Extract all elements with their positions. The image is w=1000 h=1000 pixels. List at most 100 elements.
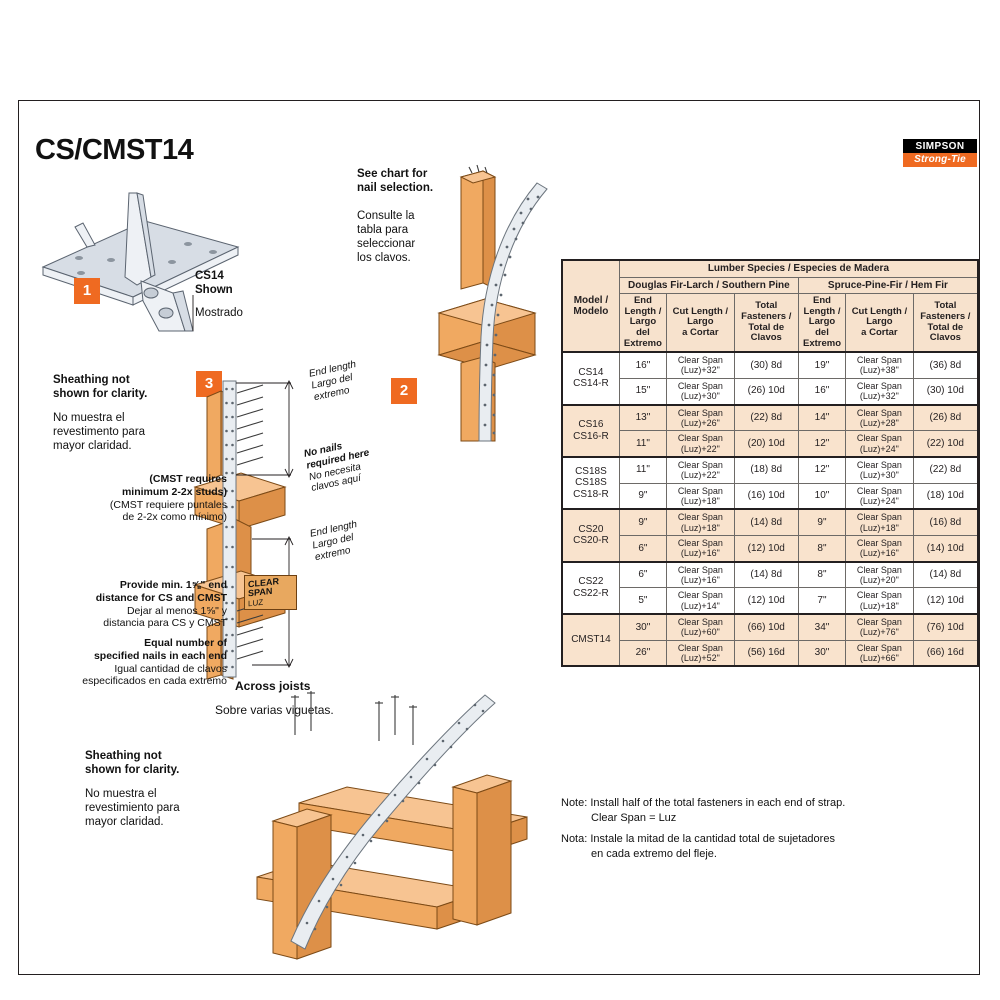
note-es-line2: en cada extremo del fleje. — [591, 847, 717, 860]
cell-cut-length-b: Clear Span(Luz)+16" — [845, 534, 914, 563]
hdr-el-b5: Extremo — [802, 337, 841, 349]
cell-cut-length-b: Clear Span(Luz)+32" — [845, 377, 914, 406]
cell-fasteners-b: (18) 10d — [912, 482, 979, 510]
fig3-sheathing-es-3: mayor claridad. — [53, 440, 132, 453]
header-cut-length-b: Cut Length / Largo a Cortar — [845, 293, 914, 353]
cut-length-l1: Clear Span — [856, 407, 902, 418]
cell-fasteners-b: (66) 16d — [912, 639, 979, 667]
cut-length-l2: (Luz)+60" — [680, 627, 720, 638]
post-beam-strap-drawing — [437, 164, 548, 442]
model-name: CS18S — [575, 477, 607, 489]
hdr-cl-b2: Largo — [866, 316, 893, 328]
page-title: CS/CMST14 — [35, 134, 194, 166]
fig4-sheathing-es-2: revestimiento para — [85, 802, 180, 815]
hdr-el-b4: del — [815, 326, 829, 338]
cut-length-l1: Clear Span — [856, 642, 902, 653]
cell-cut-length-a: Clear Span(Luz)+26" — [666, 403, 735, 432]
cut-length-l2: (Luz)+20" — [859, 574, 899, 585]
table-head: Model / Modelo Lumber Species / Especies… — [561, 259, 979, 353]
hdr-el-a5: Extremo — [623, 337, 662, 349]
cell-end-length-b: 8" — [797, 560, 847, 589]
cell-end-length-b: 10" — [797, 482, 847, 510]
cell-cut-length-a: Clear Span(Luz)+52" — [666, 639, 735, 667]
cell-end-length-b: 16" — [797, 377, 847, 406]
cut-length-l2: (Luz)+24" — [859, 495, 899, 506]
hdr-cl-a1: Cut Length / — [672, 305, 729, 317]
cell-fasteners-a: (30) 8d — [733, 351, 799, 379]
header-model: Model / Modelo — [561, 259, 620, 353]
cell-fasteners-a: (56) 16d — [733, 639, 799, 667]
model-name: CS14-R — [573, 378, 609, 390]
cell-fasteners-a: (12) 10d — [733, 534, 799, 563]
fig3-sheathing-es-2: revestimento para — [53, 426, 146, 439]
figure-2-note-es: Consulte la tabla para seleccionar los c… — [357, 209, 477, 265]
figure-4-sheathing-en: Sheathing not shown for clarity. — [85, 749, 245, 777]
sheet-border: CS/CMST14 SIMPSON Strong-Tie 1 — [18, 100, 980, 975]
consulte-line3: seleccionar — [357, 238, 416, 251]
cut-length-l1: Clear Span — [677, 537, 723, 548]
cut-length-l1: Clear Span — [677, 433, 723, 444]
cell-cut-length-b: Clear Span(Luz)+18" — [845, 587, 914, 615]
note-en-line2: Clear Span = Luz — [591, 811, 677, 824]
cut-length-l1: Clear Span — [856, 459, 902, 470]
fig4-sheathing-es-1: No muestra el — [85, 788, 157, 800]
hdr-tf-b3: Total de — [927, 321, 964, 333]
header-model-l2: Modelo — [573, 306, 609, 318]
header-species-b: Spruce-Pine-Fir / Hem Fir — [797, 276, 979, 294]
model-name: CS22 — [578, 576, 604, 588]
cell-cut-length-b: Clear Span(Luz)+76" — [845, 612, 914, 641]
cell-cut-length-a: Clear Span(Luz)+22" — [666, 430, 735, 458]
model-name: CS22-R — [573, 587, 609, 599]
fig3-sheathing-es-1: No muestra el — [53, 412, 125, 424]
cut-length-l1: Clear Span — [677, 459, 723, 470]
end-dist-en1: Provide min. 1⅝" end — [119, 579, 227, 591]
table-notes: Note: Install half of the total fastener… — [561, 796, 981, 862]
cell-fasteners-b: (12) 10d — [912, 587, 979, 615]
cell-cut-length-a: Clear Span(Luz)+18" — [666, 508, 735, 536]
cut-length-l1: Clear Span — [856, 512, 902, 523]
hdr-cl-b3: a Cortar — [861, 326, 898, 338]
spec-table: Model / Modelo Lumber Species / Especies… — [561, 259, 979, 668]
cell-cut-length-a: Clear Span(Luz)+16" — [666, 534, 735, 563]
cell-cut-length-a: Clear Span(Luz)+16" — [666, 560, 735, 589]
equal-nails-note: Equal number of specified nails in each … — [37, 637, 227, 688]
end-dist-en2: distance for CS and CMST — [95, 591, 227, 604]
across-joists-es: Sobre varias viguetas. — [215, 703, 334, 717]
hdr-el-a3: Largo — [629, 316, 657, 328]
cell-fasteners-a: (22) 8d — [733, 403, 799, 432]
cut-length-l1: Clear Span — [677, 355, 723, 366]
end-distance-note: Provide min. 1⅝" end distance for CS and… — [47, 579, 227, 630]
cut-length-l2: (Luz)+16" — [680, 548, 720, 559]
hdr-tf-b1: Total — [934, 300, 957, 312]
header-end-length-b: End Length / Largo del Extremo — [797, 293, 847, 353]
cell-end-length-a: 6" — [618, 560, 668, 589]
cut-length-l2: (Luz)+18" — [680, 522, 720, 533]
consulte-line2: tabla para — [357, 224, 409, 237]
model-name: CS16-R — [573, 430, 609, 442]
cell-end-length-b: 12" — [797, 430, 847, 458]
cell-end-length-b: 30" — [797, 639, 847, 667]
header-model-l1: Model / — [573, 294, 609, 306]
hdr-tf-a1: Total — [755, 300, 778, 312]
cut-length-l2: (Luz)+28" — [859, 417, 899, 428]
hdr-cl-b1: Cut Length / — [851, 305, 908, 317]
cell-fasteners-a: (14) 8d — [733, 508, 799, 536]
cell-fasteners-b: (36) 8d — [912, 351, 979, 379]
cell-end-length-a: 16" — [618, 351, 668, 379]
cell-end-length-a: 9" — [618, 508, 668, 536]
cell-fasteners-b: (76) 10d — [912, 612, 979, 641]
header-fasteners-b: Total Fasteners / Total de Clavos — [912, 293, 979, 353]
fig4-sheathing-es-3: mayor claridad. — [85, 816, 164, 829]
cell-cut-length-a: Clear Span(Luz)+18" — [666, 482, 735, 510]
cell-cut-length-a: Clear Span(Luz)+60" — [666, 612, 735, 641]
cut-length-l1: Clear Span — [677, 512, 723, 523]
